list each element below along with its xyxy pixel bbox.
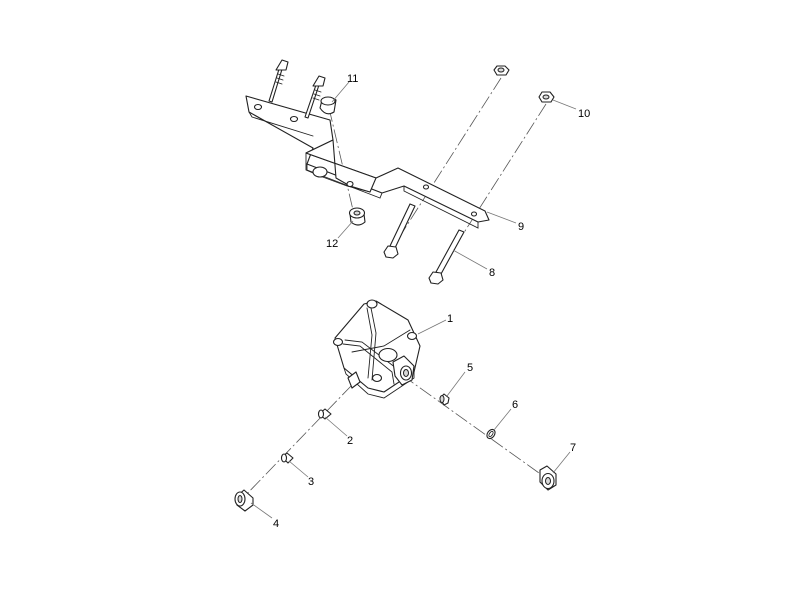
fitting-part-5: [439, 393, 450, 406]
callout-7: 7: [570, 442, 576, 454]
ring-part-3: [280, 452, 294, 464]
bolt-part-8: [428, 229, 465, 285]
callout-4: 4: [273, 518, 279, 530]
leader-lines: [250, 81, 577, 519]
callout-6: 6: [512, 399, 518, 411]
seal-part-2: [317, 408, 332, 420]
nut-part-10-upper: [493, 65, 510, 76]
callout-8: 8: [489, 267, 495, 279]
nut-part-10: [538, 91, 555, 103]
mounting-bracket-part-9: [245, 95, 490, 229]
callout-1: 1: [447, 313, 453, 325]
bolt-part-8-left: [383, 203, 416, 259]
callout-5: 5: [467, 362, 473, 374]
bracket-stud-left: [268, 59, 289, 103]
callout-11: 11: [347, 73, 358, 85]
cap-part-7: [539, 465, 557, 491]
plug-part-4: [234, 489, 254, 512]
bracket-stud-right: [304, 75, 326, 119]
valve-assembly-part-1: [332, 299, 421, 399]
grommet-part-12: [348, 207, 366, 226]
callout-2: 2: [347, 435, 353, 447]
callout-3: 3: [308, 476, 314, 488]
callout-9: 9: [518, 221, 524, 233]
o-ring-part-6: [486, 428, 496, 440]
callout-labels: 1 2 3 4 5 6 7 8 9 10 11 12: [273, 73, 590, 530]
center-lines: [240, 77, 547, 501]
callout-12: 12: [326, 238, 338, 250]
callout-10: 10: [578, 108, 590, 120]
